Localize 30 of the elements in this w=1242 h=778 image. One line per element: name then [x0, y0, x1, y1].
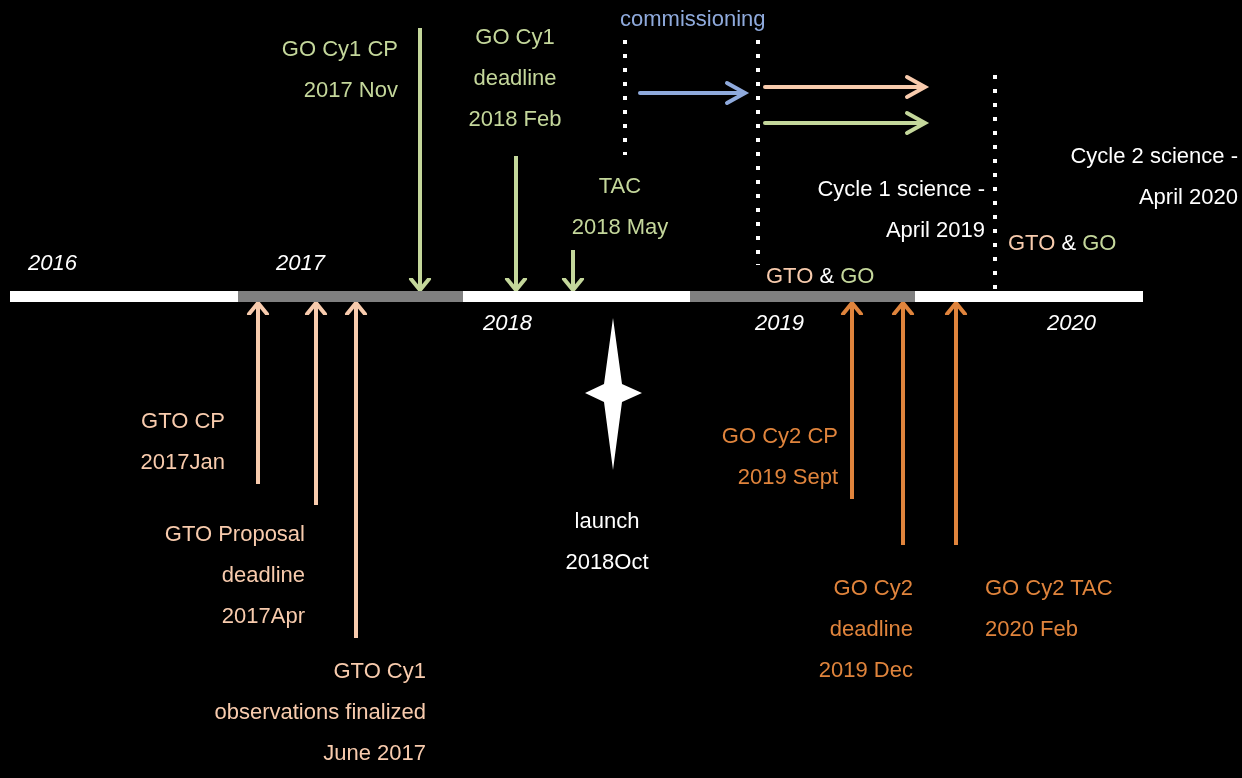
timeline-bar	[10, 291, 1143, 302]
group-label: GTO & GO	[766, 262, 875, 290]
milestone-label: GO Cy2 deadline 2019 Dec	[818, 574, 913, 684]
milestone-label: GTO Cy1 observations finalized June 2017	[214, 657, 426, 767]
phase-label: Cycle 1 science - April 2019	[817, 175, 985, 244]
milestone-label: GO Cy2 CP 2019 Sept	[721, 422, 838, 491]
year-label: 2019	[755, 309, 804, 337]
arrow	[892, 301, 914, 545]
arrow	[247, 301, 269, 484]
arrow	[345, 301, 367, 638]
arrow	[945, 301, 967, 545]
year-label: 2016	[28, 249, 77, 277]
year-label: 2018	[483, 309, 532, 337]
milestone-label: GO Cy1 deadline 2018 Feb	[468, 23, 562, 133]
arrow	[841, 301, 863, 499]
milestone-label: TAC 2018 May	[571, 172, 669, 241]
arrow	[562, 250, 584, 292]
phase-label: Cycle 2 science - April 2020	[1070, 142, 1238, 211]
year-label: 2020	[1047, 309, 1096, 337]
year-label: 2017	[276, 249, 325, 277]
arrow	[505, 156, 527, 292]
milestone-label: GO Cy1 CP 2017 Nov	[281, 35, 398, 104]
milestone-label: GTO CP 2017Jan	[140, 407, 225, 476]
milestone-label: GO Cy2 TAC 2020 Feb	[985, 574, 1113, 643]
event-label: launch 2018Oct	[564, 507, 650, 576]
arrow	[305, 301, 327, 505]
phase-label: commissioning	[620, 5, 766, 33]
milestone-label: GTO Proposal deadline 2017Apr	[164, 520, 305, 630]
arrow	[409, 28, 431, 292]
group-label: GTO & GO	[1008, 229, 1117, 257]
